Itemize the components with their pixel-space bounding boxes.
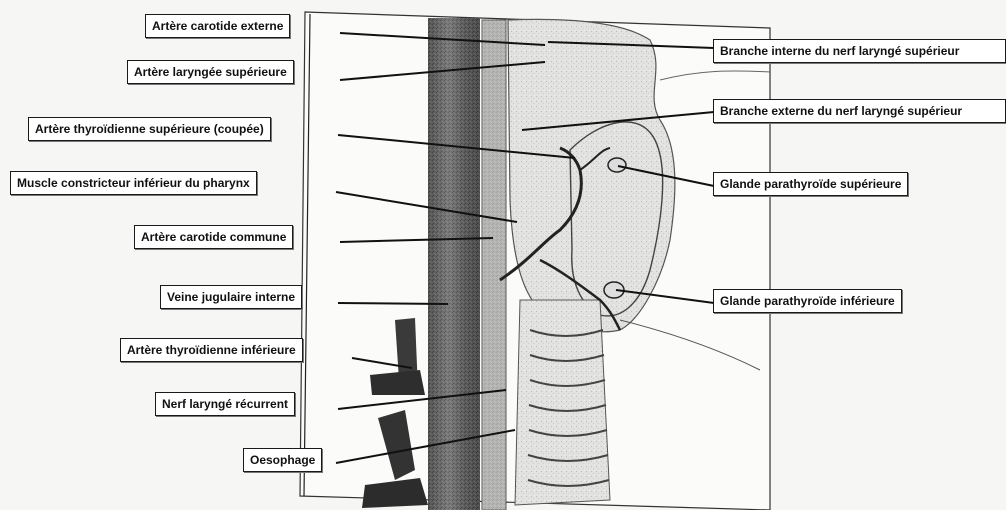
label-external-carotid: Artère carotide externe	[145, 14, 290, 38]
label-recurrent-laryngeal-nerve: Nerf laryngé récurrent	[155, 392, 295, 416]
label-superior-parathyroid: Glande parathyroïde supérieure	[713, 172, 908, 196]
trachea	[515, 300, 610, 505]
label-superior-thyroid-artery: Artère thyroïdienne supérieure (coupée)	[28, 117, 271, 141]
pharynx-mass	[508, 19, 675, 331]
label-internal-jugular: Veine jugulaire interne	[160, 285, 302, 309]
label-inferior-parathyroid: Glande parathyroïde inférieure	[713, 289, 902, 313]
label-external-branch-nerve: Branche externe du nerf laryngé supérieu…	[713, 99, 1006, 123]
label-inferior-constrictor: Muscle constricteur inférieur du pharynx	[10, 171, 257, 195]
label-superior-laryngeal-artery: Artère laryngée supérieure	[127, 60, 294, 84]
superior-parathyroid-shape	[608, 158, 626, 172]
label-oesophagus: Oesophage	[243, 448, 322, 472]
label-common-carotid: Artère carotide commune	[134, 225, 293, 249]
label-internal-branch-nerve: Branche interne du nerf laryngé supérieu…	[713, 39, 1006, 63]
label-inferior-thyroid-artery: Artère thyroïdienne inférieure	[120, 338, 303, 362]
